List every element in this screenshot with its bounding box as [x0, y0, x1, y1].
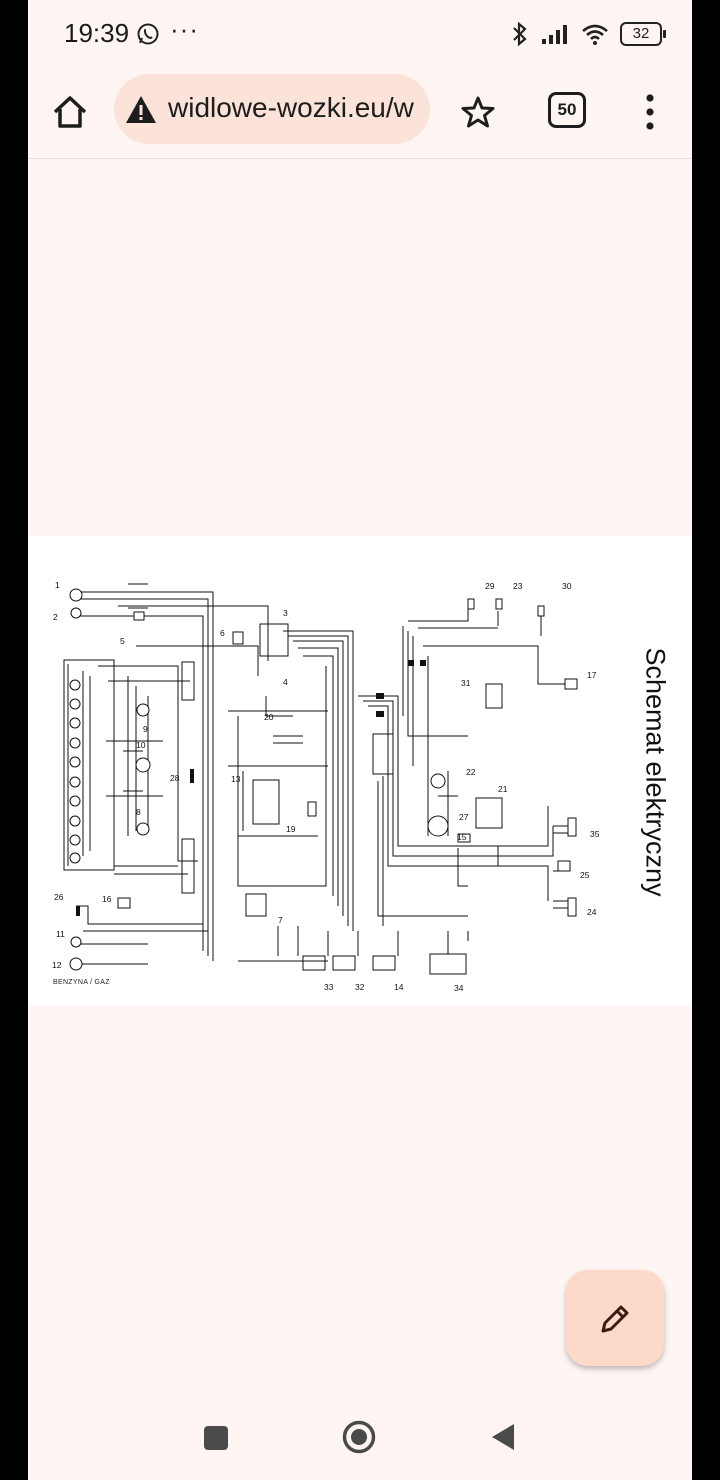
diagram-label-3: 3: [283, 608, 288, 618]
more-notifications-indicator: ···: [170, 14, 199, 44]
diagram-label-30: 30: [562, 581, 572, 591]
not-secure-warning-icon[interactable]: [124, 94, 158, 126]
diagram-label-25: 25: [580, 870, 590, 880]
diagram-label-14: 14: [394, 982, 404, 992]
diagram-label-4: 4: [283, 677, 288, 687]
diagram-label-1: 1: [55, 580, 60, 590]
overflow-menu-icon[interactable]: [642, 92, 658, 132]
signal-icon: [542, 25, 567, 44]
diagram-label-24: 24: [587, 907, 597, 917]
diagram-side-title: Schemat elektryczny: [640, 647, 671, 897]
diagram-label-8: 8: [136, 807, 141, 817]
wiring-diagram-image[interactable]: 1 2 3 4 5 6 7 8 9 10 11 12 13 14 15 16 1…: [28, 536, 692, 1006]
diagram-label-34: 34: [454, 983, 464, 993]
diagram-caption: BENZYNA / GAZ: [53, 979, 110, 986]
diagram-label-26: 26: [54, 892, 64, 902]
wifi-icon: [582, 24, 608, 45]
phone-screen: 19:39 ··· 32: [28, 0, 692, 1480]
diagram-label-22: 22: [466, 767, 476, 777]
diagram-label-29: 29: [485, 581, 495, 591]
status-icons: 32: [510, 18, 666, 50]
status-time: 19:39: [64, 18, 130, 48]
diagram-label-2: 2: [53, 612, 58, 622]
diagram-label-12: 12: [52, 960, 62, 970]
browser-toolbar: widlowe-wozki.eu/w 50: [28, 66, 692, 158]
status-bar: 19:39 ··· 32: [28, 0, 692, 66]
diagram-label-21: 21: [498, 784, 508, 794]
diagram-label-7: 7: [278, 915, 283, 925]
battery-icon: 32: [620, 22, 666, 46]
diagram-label-9: 9: [143, 724, 148, 734]
diagram-label-17: 17: [587, 670, 597, 680]
diagram-label-27: 27: [459, 812, 469, 822]
diagram-label-35: 35: [590, 829, 600, 839]
diagram-label-20: 20: [264, 712, 274, 722]
electrical-schematic: 1 2 3 4 5 6 7 8 9 10 11 12 13 14 15 16 1…: [52, 580, 600, 993]
diagram-label-6: 6: [220, 628, 225, 638]
diagram-label-23: 23: [513, 581, 523, 591]
edit-pencil-icon: [601, 1305, 629, 1333]
home-icon[interactable]: [50, 92, 90, 132]
tab-switcher-button[interactable]: 50: [548, 92, 586, 128]
diagram-label-19: 19: [286, 824, 296, 834]
home-circle-icon[interactable]: [342, 1420, 376, 1454]
diagram-label-10: 10: [136, 740, 146, 750]
diagram-label-31: 31: [461, 678, 471, 688]
diagram-label-16: 16: [102, 894, 112, 904]
diagram-label-33: 33: [324, 982, 334, 992]
bookmark-star-icon[interactable]: [460, 94, 496, 130]
diagram-label-5: 5: [120, 636, 125, 646]
address-bar[interactable]: widlowe-wozki.eu/w: [114, 74, 430, 144]
diagram-label-11: 11: [56, 929, 65, 939]
battery-level: 32: [632, 25, 650, 42]
diagram-label-13: 13: [231, 774, 241, 784]
recents-square-icon[interactable]: [204, 1426, 228, 1450]
toolbar-divider: [28, 158, 692, 159]
diagram-label-32: 32: [355, 982, 365, 992]
system-nav-bar: [28, 1398, 692, 1480]
back-triangle-icon[interactable]: [490, 1422, 516, 1452]
diagram-label-15: 15: [457, 832, 467, 842]
url-text[interactable]: widlowe-wozki.eu/w: [168, 92, 414, 123]
bluetooth-icon: [513, 21, 527, 47]
edit-fab-button[interactable]: [566, 1270, 664, 1366]
diagram-label-28: 28: [170, 773, 180, 783]
whatsapp-icon: [137, 23, 159, 45]
